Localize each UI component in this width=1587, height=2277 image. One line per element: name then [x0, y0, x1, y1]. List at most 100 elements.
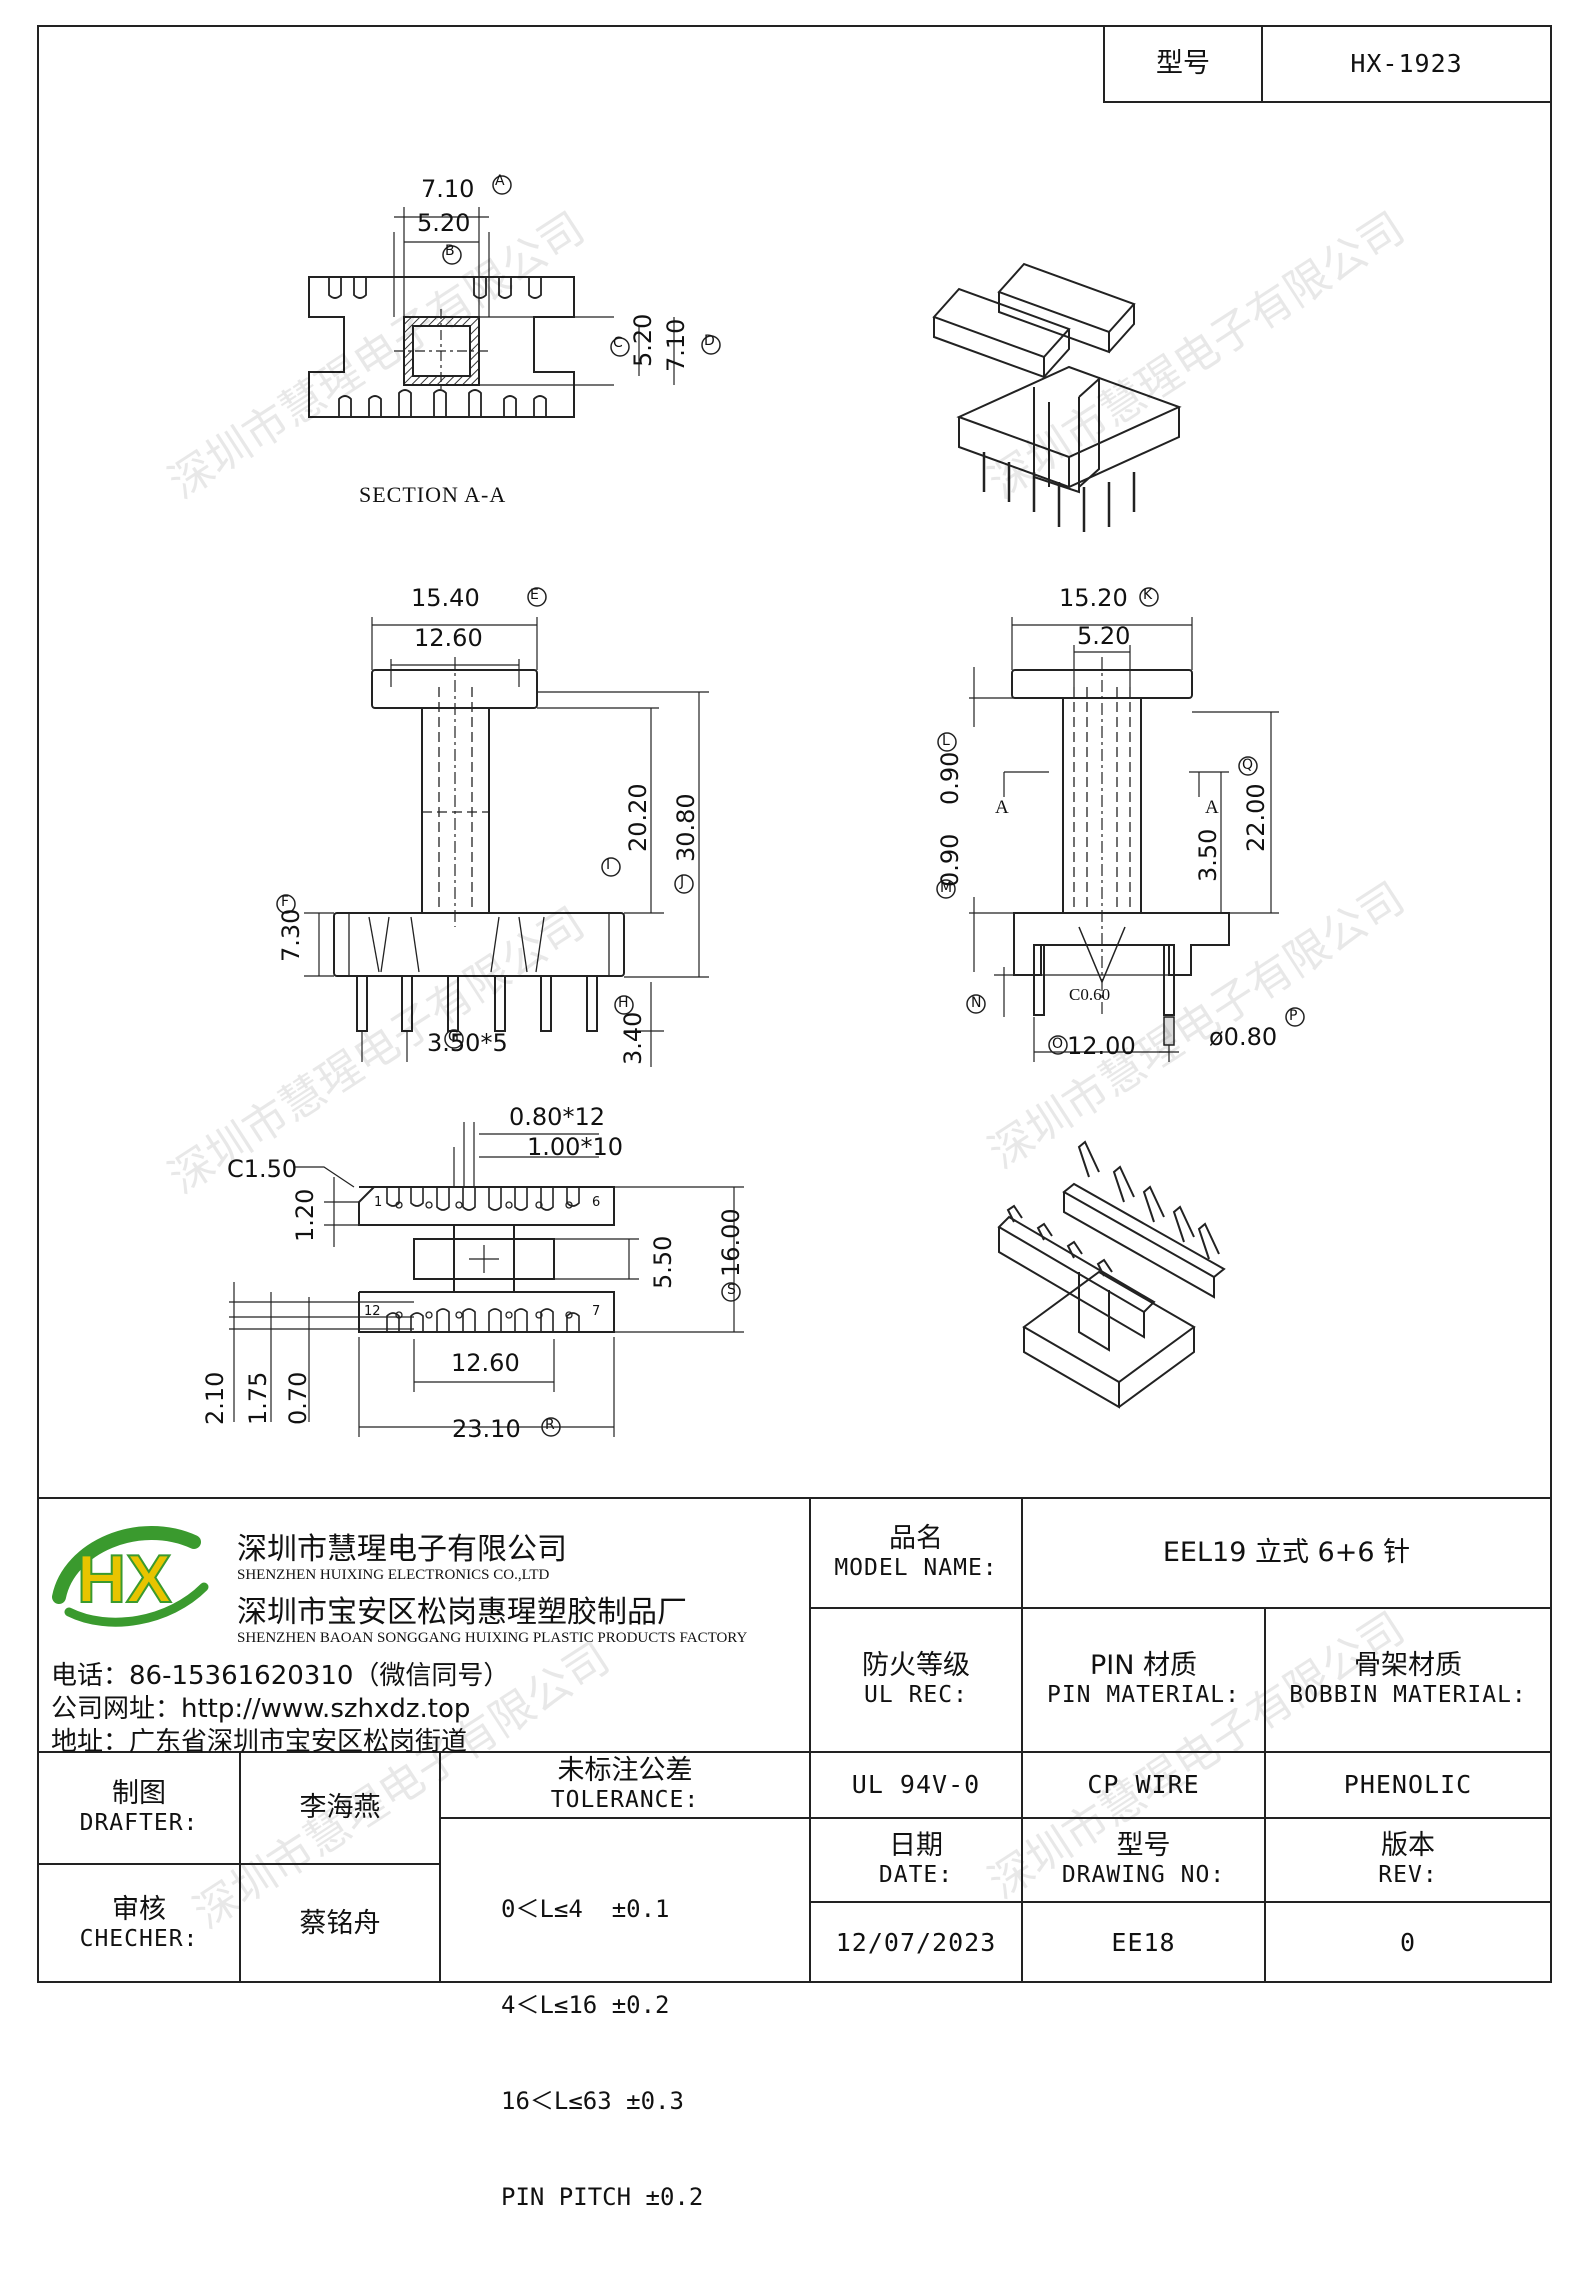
marker-e: E	[530, 587, 539, 603]
marker-l: L	[942, 733, 950, 749]
checker-label: 审核 CHECHER:	[39, 1865, 239, 1983]
dim-o: 12.00	[1067, 1032, 1136, 1060]
front-view	[276, 587, 709, 1067]
model-name-value: EEL19 立式 6+6 针	[1023, 1499, 1550, 1607]
marker-c: C	[613, 335, 623, 351]
pin-material-value: CP WIRE	[1087, 1770, 1200, 1799]
bobbin-material-cn: 骨架材质	[1354, 1650, 1462, 1681]
ul-rec-label: 防火等级 UL REC:	[811, 1609, 1021, 1751]
drafter-en: DRAFTER:	[79, 1810, 199, 1837]
drafter-name: 李海燕	[299, 1791, 381, 1823]
dim-f: 7.30	[277, 908, 305, 962]
dim-g: 3.50*5	[427, 1029, 508, 1057]
dim-l: 0.90	[936, 751, 964, 805]
header-model-value: HX-1923	[1350, 49, 1463, 78]
rev-en: REV:	[1378, 1862, 1438, 1889]
isometric-view-rotated	[997, 1140, 1226, 1409]
dim-h: 3.40	[619, 1011, 647, 1065]
pin-label-1: 1	[374, 1195, 383, 1210]
bobbin-material-label: 骨架材质 BOBBIN MATERIAL:	[1266, 1609, 1550, 1751]
tolerance-label: 未标注公差 TOLERANCE:	[441, 1753, 809, 1817]
logo-text: HX	[77, 1541, 171, 1617]
dim-i: 20.20	[624, 783, 652, 852]
grid-line	[39, 1751, 1550, 1753]
grid-line	[809, 1817, 1550, 1819]
marker-d: D	[704, 333, 715, 349]
marker-o: O	[1052, 1036, 1064, 1052]
grid-line	[239, 1751, 241, 1983]
dim-0-70: 0.70	[284, 1371, 312, 1425]
drawing-sheet: 型号 HX-1923	[37, 25, 1552, 2211]
company-name-en: SHENZHEN HUIXING ELECTRONICS CO.,LTD	[237, 1567, 550, 1583]
model-name-text: EEL19 立式 6+6 针	[1162, 1536, 1411, 1568]
side-view	[936, 587, 1305, 1062]
marker-p: P	[1289, 1008, 1298, 1024]
drawing-no-label: 型号 DRAWING NO:	[1023, 1819, 1264, 1901]
dim-d: 7.10	[662, 318, 690, 372]
bobbin-material-en: BOBBIN MATERIAL:	[1289, 1682, 1527, 1709]
tolerance-list: 0＜L≤4 ±0.1 4＜L≤16 ±0.2 16＜L≤63 ±0.3 PIN …	[501, 1829, 703, 2277]
dim-b: 5.20	[417, 209, 471, 237]
company-logo: HX	[49, 1517, 219, 1632]
title-block-top-border	[39, 1497, 1550, 1499]
checker-en: CHECHER:	[79, 1926, 199, 1953]
bobbin-material-value: PHENOLIC	[1343, 1770, 1473, 1799]
rev-value: 0	[1399, 1928, 1417, 1957]
drafter-label: 制图 DRAFTER:	[39, 1753, 239, 1863]
tolerance-en: TOLERANCE:	[550, 1787, 700, 1814]
dim-3-50-side: 3.50	[1194, 828, 1222, 882]
grid-line	[809, 1901, 1550, 1903]
pin-label-7: 7	[592, 1304, 601, 1319]
tolerance-item: 0＜L≤4 ±0.1	[501, 1895, 670, 1923]
ul-rec-en: UL REC:	[864, 1682, 968, 1709]
technical-drawing	[229, 175, 1305, 1437]
dim-chamfer: C0.60	[1069, 985, 1111, 1004]
date-label: 日期 DATE:	[811, 1819, 1021, 1901]
date-en: DATE:	[878, 1862, 954, 1889]
dim-pin-gap: 1.00*10	[527, 1133, 623, 1161]
section-view	[308, 175, 721, 418]
dim-s: 16.00	[717, 1208, 745, 1277]
tolerance-item: PIN PITCH ±0.2	[501, 2183, 704, 2211]
section-label: SECTION A-A	[359, 482, 507, 507]
model-name-label: 品名 MODEL NAME:	[811, 1499, 1021, 1607]
rev-cn: 版本	[1381, 1830, 1435, 1861]
tolerance-item: 16＜L≤63 ±0.3	[501, 2087, 684, 2115]
company-website: 公司网址：http://www.szhxdz.top	[51, 1694, 471, 1724]
pin-material-en: PIN MATERIAL:	[1046, 1682, 1240, 1709]
drawing-no-value: EE18	[1111, 1928, 1176, 1957]
marker-q: Q	[1242, 757, 1254, 773]
dim-2-10: 2.10	[201, 1371, 229, 1425]
header-model-label: 型号	[1105, 27, 1263, 101]
header-model-box: 型号 HX-1923	[1103, 27, 1550, 103]
dim-chamfer-c150: C1.50	[227, 1155, 298, 1183]
marker-r: R	[545, 1417, 555, 1433]
factory-name-cn: 深圳市宝安区松岗惠瑆塑胶制品厂	[237, 1595, 687, 1630]
marker-f: F	[281, 894, 290, 910]
grid-line	[1264, 1607, 1266, 1983]
factory-name-en: SHENZHEN BAOAN SONGGANG HUIXING PLASTIC …	[237, 1630, 748, 1646]
dim-5-20-side: 5.20	[1077, 622, 1131, 650]
dim-pin-width: 0.80*12	[509, 1103, 605, 1131]
title-block-divider	[809, 1497, 811, 1983]
marker-a: A	[495, 173, 505, 189]
date-cn: 日期	[889, 1830, 943, 1861]
marker-k: K	[1143, 587, 1153, 603]
pin-label-6: 6	[592, 1195, 601, 1210]
company-address: 地址：广东省深圳市宝安区松岗街道	[51, 1727, 468, 1757]
dim-c: 5.20	[629, 313, 657, 367]
bottom-view	[229, 1122, 744, 1437]
dim-m: 0.90	[936, 833, 964, 887]
model-name-cn: 品名	[889, 1523, 943, 1554]
grid-line	[439, 1751, 441, 1983]
pin-label-12: 12	[364, 1304, 381, 1319]
pin-material-cn: PIN 材质	[1089, 1650, 1198, 1681]
logo-emblem-icon: HX	[52, 1526, 209, 1627]
dim-p: ø0.80	[1209, 1023, 1278, 1051]
grid-line	[1021, 1497, 1023, 1983]
isometric-view-upright	[932, 262, 1182, 532]
dim-1-75: 1.75	[244, 1371, 272, 1425]
dim-12-60-front: 12.60	[414, 624, 483, 652]
section-mark-right: A	[1205, 797, 1219, 818]
tolerance-cn: 未标注公差	[557, 1755, 693, 1786]
